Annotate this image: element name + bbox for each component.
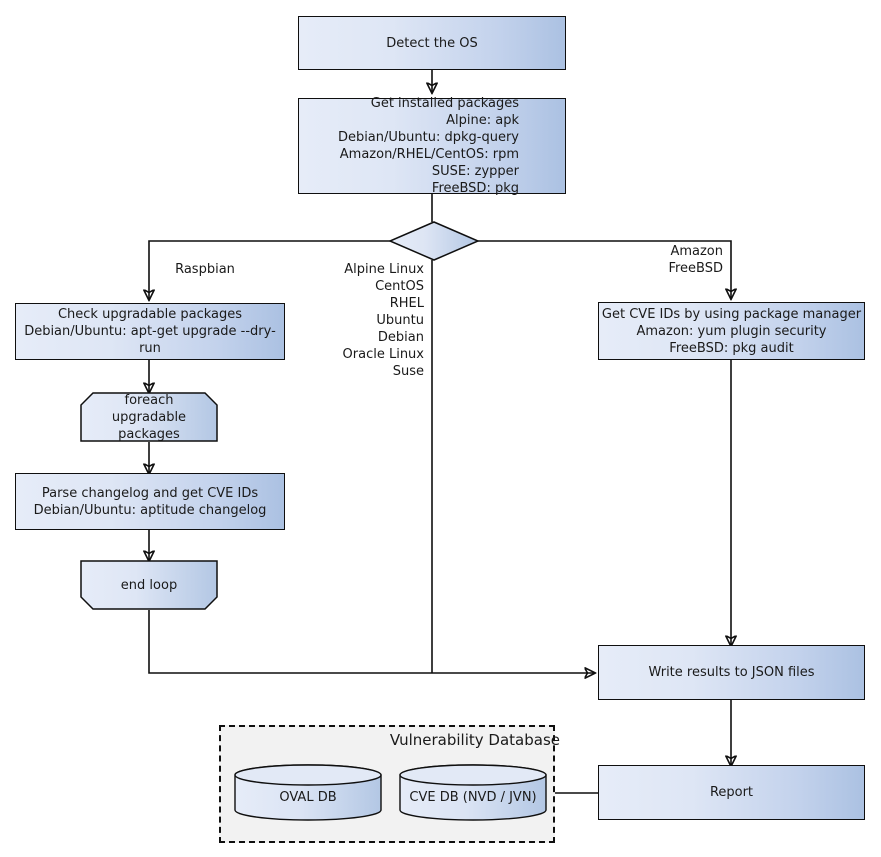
node-end-loop[interactable]: end loop [80,560,218,610]
edge-label-amazon-freebsd: Amazon FreeBSD [668,244,723,276]
node-get-installed-packages[interactable]: Get installed packages Alpine: apk Debia… [298,96,566,196]
node-parse-changelog[interactable]: Parse changelog and get CVE IDs Debian/U… [15,473,285,530]
node-cve-db[interactable]: CVE DB (NVD / JVN) [399,764,547,821]
node-end-loop-label: end loop [120,577,178,593]
node-report[interactable]: Report [598,765,865,820]
edge-label-middle-os-list: Alpine Linux CentOS RHEL Ubuntu Debian O… [342,262,424,379]
edge-label-raspbian: Raspbian [175,262,235,277]
node-get-cve-ids-package-manager[interactable]: Get CVE IDs by using package manager Ama… [598,302,865,360]
node-foreach-upgradable-packages[interactable]: foreach upgradable packages [80,392,218,442]
edge-decision-right [478,240,731,298]
node-oval-db[interactable]: OVAL DB [234,764,382,821]
node-decision-os-type[interactable] [388,220,480,262]
node-check-upgradable-packages[interactable]: Check upgradable packages Debian/Ubuntu:… [15,303,285,360]
node-oval-db-label: OVAL DB [279,790,337,805]
edge-endloop-to-write [148,610,594,673]
node-foreach-label: foreach upgradable packages [111,392,187,442]
node-write-results-to-json[interactable]: Write results to JSON files [598,645,865,700]
node-detect-the-os[interactable]: Detect the OS [298,16,566,70]
node-cve-db-label: CVE DB (NVD / JVN) [409,790,537,805]
edge-decision-left [149,240,390,299]
group-vulnerability-database-title: Vulnerability Database [389,731,560,749]
